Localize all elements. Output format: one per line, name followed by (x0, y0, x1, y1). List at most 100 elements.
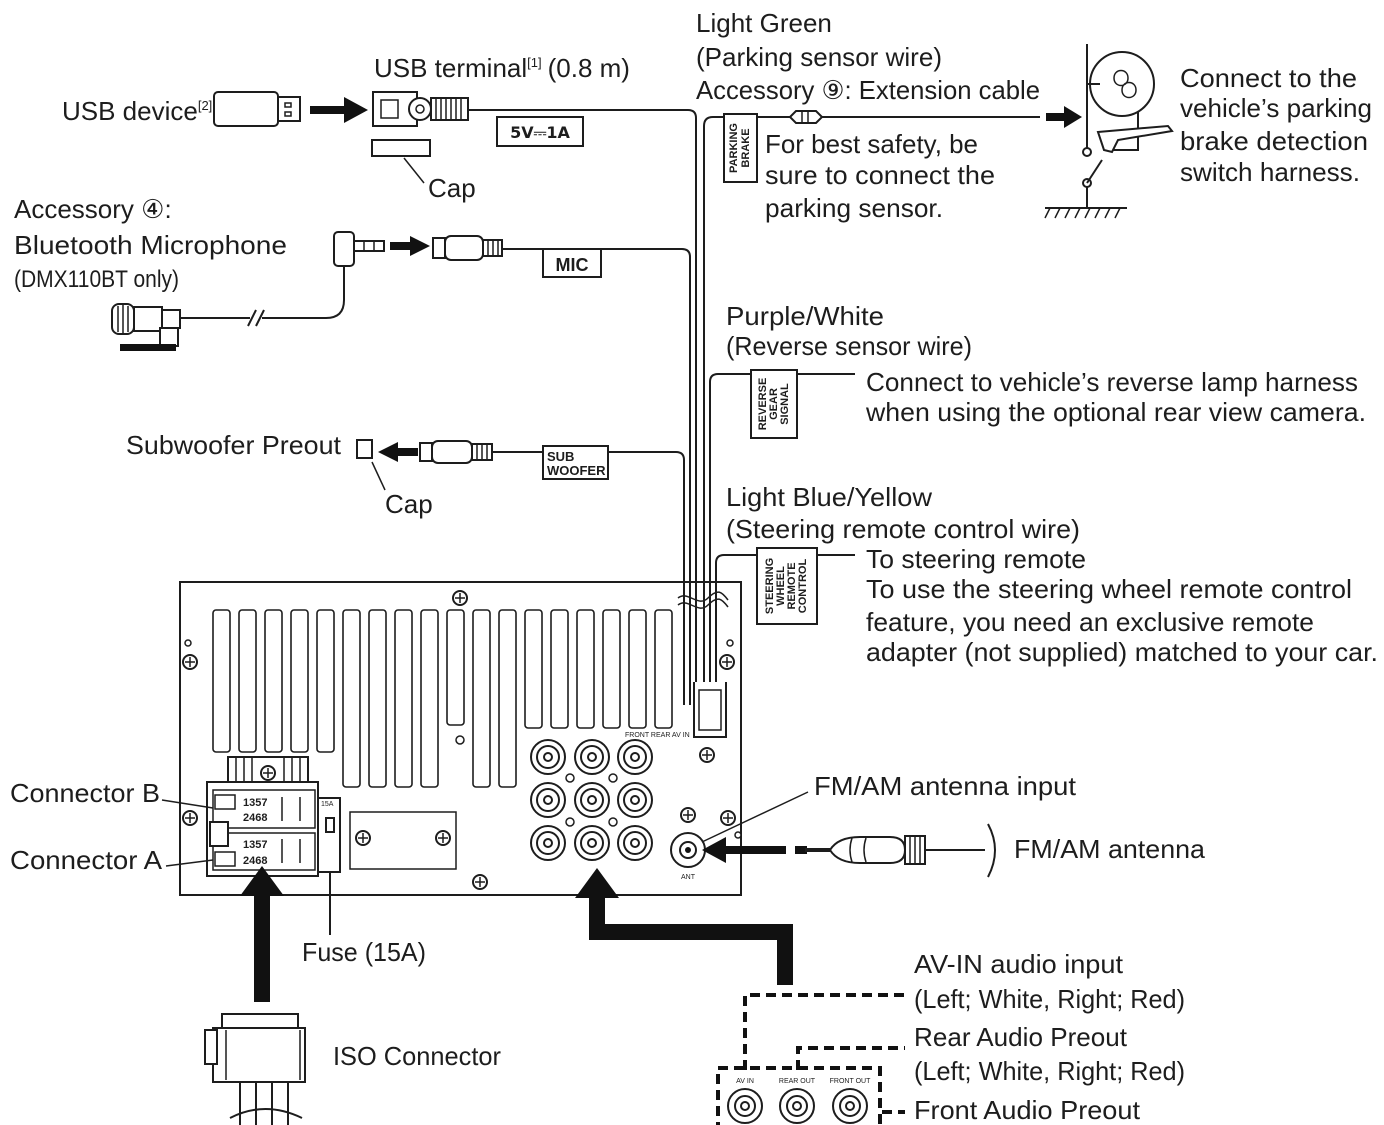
usb-cap-label: Cap (428, 173, 476, 203)
wire-bundle (468, 109, 855, 738)
steering-remote-tag: STEERING WHEEL REMOTE CONTROL (756, 547, 818, 625)
reverse-note-line: Connect to vehicle’s reverse lamp harnes… (866, 367, 1358, 397)
iso-connector-label: ISO Connector (333, 1041, 501, 1071)
reverse-note-line: when using the optional rear view camera… (865, 397, 1366, 427)
rca-jacks: FRONT REAR AV IN (530, 732, 690, 861)
svg-text:PARKING: PARKING (728, 123, 740, 173)
antenna-plug-icon (795, 823, 996, 878)
mic-accessory: Accessory ④: (14, 194, 172, 224)
panel-tag-front: FRONT OUT (830, 1078, 871, 1085)
avin-label: AV-IN audio input (914, 949, 1124, 979)
steering-note-line: To use the steering wheel remote control (866, 574, 1352, 604)
parking-brake-tag: PARKING BRAKE (723, 113, 758, 183)
svg-text:SUB: SUB (547, 449, 574, 464)
reverse-gear-tag: REVERSE GEAR SIGNAL (750, 369, 798, 439)
parking-note-line: For best safety, be (765, 129, 978, 159)
subwoofer-rca-plug-icon (419, 440, 493, 464)
fuse-tag: 15A (321, 801, 334, 808)
rca-dashed-leaders (716, 993, 905, 1125)
fuse-holder: 15A (317, 797, 341, 935)
parking-extension-connector-icon (788, 110, 1040, 124)
steering-note-line: feature, you need an exclusive remote (866, 607, 1314, 637)
subwoofer-arrow-icon (378, 442, 418, 462)
mic-arrow-icon (390, 236, 430, 256)
panel-tag-rear: REAR OUT (779, 1078, 816, 1085)
subwoofer-tag-box: SUB WOOFER (542, 445, 609, 480)
switch-note-line: brake detection (1180, 126, 1368, 156)
connector-b-pins-top: 1357 (243, 797, 267, 809)
mic-tag-box: MIC (542, 248, 602, 278)
usb-terminal-label: USB terminal[1](0.8 m) (374, 53, 630, 83)
reverse-wire-color: Purple/White (726, 301, 884, 331)
svg-text:GEAR: GEAR (768, 388, 780, 420)
svg-text:WOOFER: WOOFER (547, 463, 606, 478)
antenna-input-label: FM/AM antenna input (814, 771, 1077, 801)
fuse-label: Fuse (15A) (302, 937, 426, 967)
connector-a-pins-top: 1357 (243, 839, 267, 851)
mic-name: Bluetooth Microphone (14, 230, 287, 260)
usb-rating: 5V⎓1A (510, 123, 570, 142)
usb-cap-icon (371, 139, 431, 184)
connector-a-label: Connector A (10, 845, 163, 875)
parking-accessory: Accessory ⑨: Extension cable (696, 75, 1040, 105)
parking-note-line: sure to connect the (765, 160, 995, 190)
usb-rating-box: 5V⎓1A (496, 116, 584, 147)
subwoofer-cap-icon (356, 439, 386, 491)
mic-jack-icon (432, 235, 503, 261)
microphone-icon (111, 303, 181, 351)
panel-tag-avin: AV IN (736, 1078, 754, 1085)
iso-arrow-icon (240, 866, 284, 1002)
usb-device-label: USB device[2] (62, 96, 212, 126)
connector-a-leader (165, 859, 214, 867)
rca-arrow-icon (575, 868, 793, 985)
avin-colors: (Left; White, Right; Red) (914, 984, 1185, 1014)
mic-plug-icon (180, 231, 385, 327)
ant-tag: ANT (681, 874, 696, 881)
subwoofer-cap-label: Cap (385, 489, 433, 519)
iso-connector-plug-icon (204, 1013, 306, 1125)
steering-wire-color: Light Blue/Yellow (726, 482, 932, 512)
subwoofer-label: Subwoofer Preout (126, 430, 342, 460)
usb-device-icon (213, 91, 301, 127)
svg-text:REMOTE: REMOTE (786, 562, 798, 609)
svg-text:CONTROL: CONTROL (797, 559, 809, 614)
parking-brake-switch-icon (1044, 44, 1174, 219)
rear-preout-label: Rear Audio Preout (914, 1022, 1128, 1052)
mic-model-note: (DMX110BT only) (14, 266, 179, 293)
svg-text:BRAKE: BRAKE (740, 128, 752, 167)
iso-connector-socket: 1357 2468 1357 2468 (206, 756, 319, 877)
front-preout-label: Front Audio Preout (914, 1095, 1141, 1125)
vent-slots (212, 609, 673, 788)
switch-note-line: vehicle’s parking (1180, 93, 1372, 123)
antenna-label: FM/AM antenna (1014, 834, 1206, 864)
switch-note-line: switch harness. (1180, 157, 1360, 187)
connector-b-label: Connector B (10, 778, 160, 808)
svg-text:STEERING: STEERING (764, 558, 776, 614)
mic-tag: MIC (556, 255, 589, 275)
svg-text:WHEEL: WHEEL (775, 566, 787, 606)
parking-arrow-icon (1046, 106, 1082, 128)
steering-note-line: adapter (not supplied) matched to your c… (866, 637, 1378, 667)
connector-b-leader (161, 799, 214, 809)
usb-arrow-icon (310, 97, 368, 123)
rca-output-panel: AV IN REAR OUT FRONT OUT (727, 1078, 871, 1124)
svg-text:SIGNAL: SIGNAL (779, 383, 791, 425)
switch-note-line: Connect to the (1180, 63, 1357, 93)
rca-tag: FRONT REAR AV IN (625, 732, 690, 739)
head-unit-rear-panel: 1357 2468 1357 2468 15A FRONT REAR AV IN (179, 581, 742, 935)
reverse-wire-name: (Reverse sensor wire) (726, 331, 972, 361)
connector-b-pins-bottom: 2468 (243, 812, 267, 824)
antenna-jack: ANT (670, 832, 706, 881)
parking-note-line: parking sensor. (765, 193, 943, 223)
steering-note-line: To steering remote (866, 544, 1086, 574)
screw-icons (182, 590, 742, 890)
antenna-input-leader (701, 791, 809, 843)
parking-wire-color: Light Green (696, 8, 832, 38)
antenna-arrow-icon (702, 837, 786, 863)
cover-plate (349, 811, 457, 870)
parking-wire-name: (Parking sensor wire) (696, 42, 942, 72)
rear-preout-colors: (Left; White, Right; Red) (914, 1056, 1185, 1086)
usb-terminal-icon (372, 91, 469, 127)
connector-a-pins-bottom: 2468 (243, 855, 267, 867)
